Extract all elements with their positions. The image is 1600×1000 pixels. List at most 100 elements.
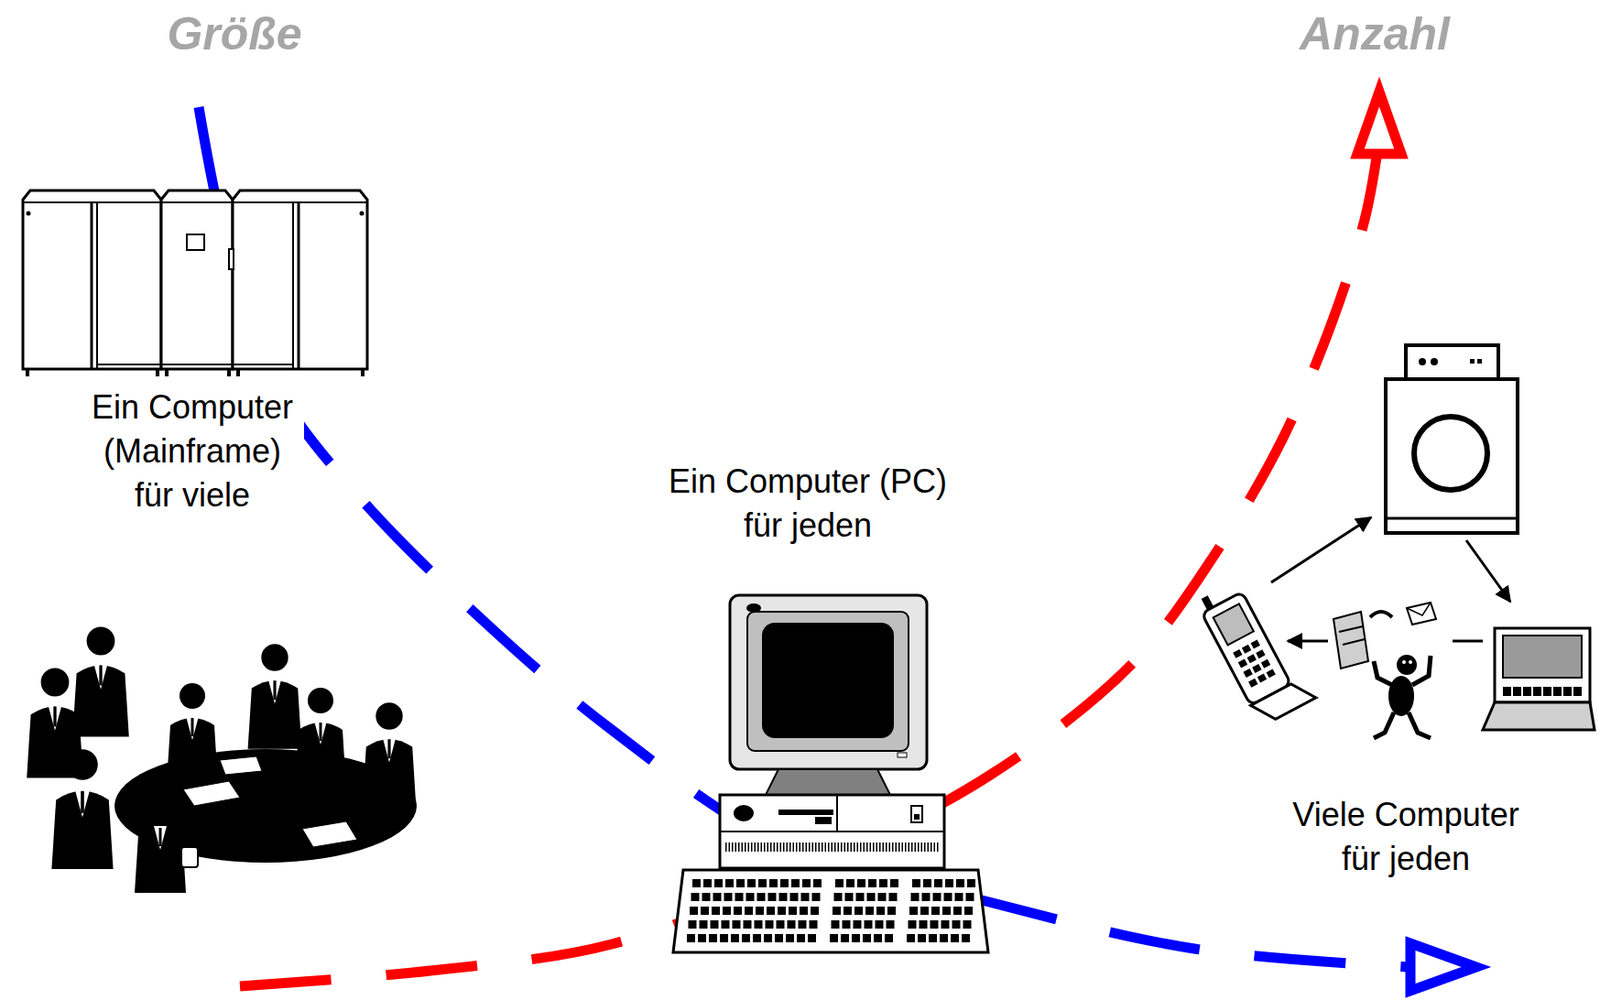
keyboard-key [912,879,921,888]
keyboard-key [942,906,951,915]
axis-label: Größe [166,6,302,62]
device-arrow [1271,517,1372,583]
mainframe-edge [22,201,368,204]
meeting-table [114,749,417,863]
person [51,749,113,870]
keyboard-key [791,879,800,888]
pc-illustration [673,595,989,953]
juggled-handset [1370,611,1393,618]
keyboard-key [955,892,964,902]
keyboard-key [768,892,777,902]
washer-door [1414,416,1488,490]
keyboard-key [688,920,697,929]
count-trend-arrowhead [1357,91,1402,154]
keyboard-key [966,892,975,902]
mainframe-cabinet [232,190,368,370]
keyboard-key [796,934,806,943]
phone-keypad [1232,640,1276,688]
mainframe-edge [97,363,294,366]
keyboard-key [887,906,896,915]
keyboard-key [689,906,698,915]
person-body [134,827,186,893]
phone-key [1257,674,1267,684]
keyboard-key [956,879,965,888]
mainframe-handle [228,249,234,270]
phone-key [1247,653,1257,664]
keyboard-key [919,920,928,929]
keyboard-key [909,906,918,915]
keyboard-key [952,920,961,929]
keyboard-key [889,892,898,902]
washer-knob [1477,359,1482,364]
juggler-figure [1333,602,1437,739]
keyboard-key [692,879,701,888]
keyboard-key [801,892,810,902]
keyboard-key [941,920,950,929]
keyboard-key [722,906,731,915]
keyboard-key [865,906,874,915]
keyboard-key [721,920,730,929]
keyboard-key [854,906,863,915]
keyboard-key [930,920,939,929]
keyboard-key [939,934,948,943]
keyboard-key [697,934,707,943]
keyboard-key [741,934,751,943]
keyboard-key [950,934,959,943]
person-tie [98,664,102,686]
keyboard-key [851,934,860,943]
keyboard-key [730,934,740,943]
caption-text: Ein Computer (Mainframe) für viele [84,385,301,518]
keyboard-key [725,879,734,888]
person [248,643,303,749]
mainframe-panel-line [90,202,94,370]
phone-key [1232,649,1242,659]
person-head [179,683,206,709]
keyboard-key [691,892,700,902]
keyboard-key [758,879,767,888]
washer-panel [1405,345,1499,380]
keyboard-key [908,920,917,929]
caption-text: Viele Computer für jeden [1282,793,1530,882]
device-arrow [1466,540,1511,602]
count-trend-curve [239,157,1377,987]
person-body [51,791,113,870]
keyboard-key [876,906,885,915]
person-head [66,749,98,781]
keyboard-key [873,934,882,943]
power-switch [914,814,920,820]
person-shirt [153,826,167,850]
caption-node: Ein Computer (Mainframe) für viele [80,383,305,520]
keyboard-key [867,892,876,902]
mainframe-cabinet [22,190,162,370]
keyboard-key [835,879,844,888]
keyboard [673,870,989,953]
keyboard-key [945,879,954,888]
phone-key [1242,668,1252,678]
keyboard-key [700,906,709,915]
person [134,793,186,893]
keyboard-key [807,934,817,943]
keyboard-key [834,892,843,902]
keyboard-key [744,906,753,915]
phone-key [1251,663,1262,674]
person-body [72,664,130,737]
devices-illustration [1195,345,1595,739]
keyboard-key [785,934,795,943]
person-shirt [93,663,108,690]
paper [302,821,358,848]
juggled-keyboard [1333,611,1369,669]
keyboard-key [944,892,953,902]
phone-body [1201,591,1292,706]
keyboard-key [857,879,866,888]
keyboard-key [757,892,766,902]
phone-key [1251,640,1261,650]
mainframe-foot [227,369,231,377]
phone-key [1248,678,1258,688]
person-tie [159,827,163,847]
keyboard-key [813,879,822,888]
mainframe-panel-line [96,202,98,370]
keyboard-key [917,934,926,943]
keyboard-key [743,920,752,929]
keyboard-key [766,906,775,915]
washer-knob [1469,359,1475,364]
